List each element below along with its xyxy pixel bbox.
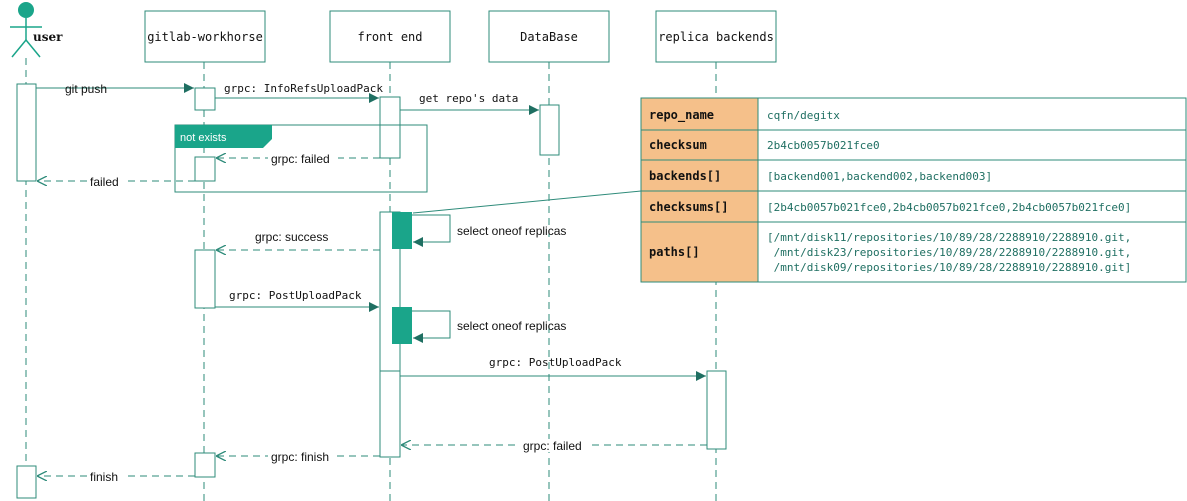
table-value-paths-line-3: /mnt/disk09/repositories/10/89/28/228891… xyxy=(767,261,1131,274)
participant-workhorse-box xyxy=(144,10,266,63)
activation-frontend-1 xyxy=(379,96,401,159)
participant-database-box xyxy=(488,10,610,63)
fragment-label: not exists xyxy=(180,132,227,144)
activation-workhorse-2 xyxy=(194,156,216,182)
table-key-checksum: checksum xyxy=(649,138,707,152)
participant-user-label: user xyxy=(33,30,63,44)
self-activation-2 xyxy=(392,307,412,344)
table-key-repo-name: repo_name xyxy=(649,108,714,123)
msg-get-repo-label: get repo's data xyxy=(419,92,518,105)
table-connector-line xyxy=(412,190,642,214)
msg-finish-bg xyxy=(87,470,123,483)
table-key-cell xyxy=(640,129,759,161)
msg-inforefs-label: grpc: InfoRefsUploadPack xyxy=(224,82,383,95)
msg-select-replica-1-arrow xyxy=(412,214,451,247)
activation-database-1 xyxy=(539,104,560,156)
msg-select-replica-2-label: select oneof replicas xyxy=(457,319,566,333)
msg-select-replica-2-arrow xyxy=(412,310,451,343)
table-value-backends: [backend001,backend002,backend003] xyxy=(767,170,992,183)
msg-postupload-1-label: grpc: PostUploadPack xyxy=(229,289,362,302)
msg-postupload-2-label: grpc: PostUploadPack xyxy=(489,356,622,369)
msg-grpc-failed-2-bg xyxy=(520,439,590,452)
participant-database-label: DataBase xyxy=(520,30,578,44)
table-key-cell xyxy=(640,97,759,131)
activation-user-1 xyxy=(16,83,37,182)
msg-grpc-finish-label: grpc: finish xyxy=(271,450,329,464)
repo-data-table: repo_name cqfn/degitx checksum 2b4cb0057… xyxy=(640,97,1187,283)
msg-grpc-failed-1-label: grpc: failed xyxy=(271,152,330,166)
participant-workhorse-label: gitlab-workhorse xyxy=(147,30,263,44)
msg-select-replica-1-label: select oneof replicas xyxy=(457,224,566,238)
msg-failed-label: failed xyxy=(90,175,119,189)
fragment-label-tab xyxy=(175,125,272,148)
actor-user-icon xyxy=(10,2,42,58)
msg-git-push-label: git push xyxy=(65,82,107,96)
self-activation-1 xyxy=(392,212,412,249)
table-value-repo-name: cqfn/degitx xyxy=(767,109,840,122)
table-value-checksum: 2b4cb0057b021fce0 xyxy=(767,139,880,152)
activation-workhorse-1 xyxy=(194,87,216,111)
fragment-not-exists xyxy=(174,124,428,193)
participant-frontend-box xyxy=(329,10,451,63)
msg-finish-label: finish xyxy=(90,470,118,484)
table-key-cell xyxy=(640,159,759,192)
table-key-cell xyxy=(640,190,759,223)
msg-grpc-failed-2-label: grpc: failed xyxy=(523,439,582,453)
activation-user-2 xyxy=(16,465,37,499)
activation-workhorse-4 xyxy=(194,452,216,478)
table-value-checksums: [2b4cb0057b021fce0,2b4cb0057b021fce0,2b4… xyxy=(767,201,1131,214)
table-key-cell xyxy=(640,221,759,283)
msg-grpc-finish-bg xyxy=(268,450,334,463)
table-key-checksums: checksums[] xyxy=(649,200,728,214)
msg-grpc-failed-1-bg xyxy=(268,152,338,165)
participant-replica-box xyxy=(655,10,777,63)
participant-replica-label: replica backends xyxy=(658,30,774,44)
table-key-paths: paths[] xyxy=(649,245,700,259)
table-key-backends: backends[] xyxy=(649,169,721,183)
msg-grpc-success-label: grpc: success xyxy=(255,230,328,244)
table-value-paths-line-2: /mnt/disk23/repositories/10/89/28/228891… xyxy=(767,246,1131,259)
activation-replica-1 xyxy=(706,370,727,450)
msg-failed-bg xyxy=(87,175,125,188)
participant-frontend-label: front end xyxy=(357,30,422,44)
table-value-paths-line-1: [/mnt/disk11/repositories/10/89/28/22889… xyxy=(767,231,1131,244)
activation-workhorse-3 xyxy=(194,249,216,309)
